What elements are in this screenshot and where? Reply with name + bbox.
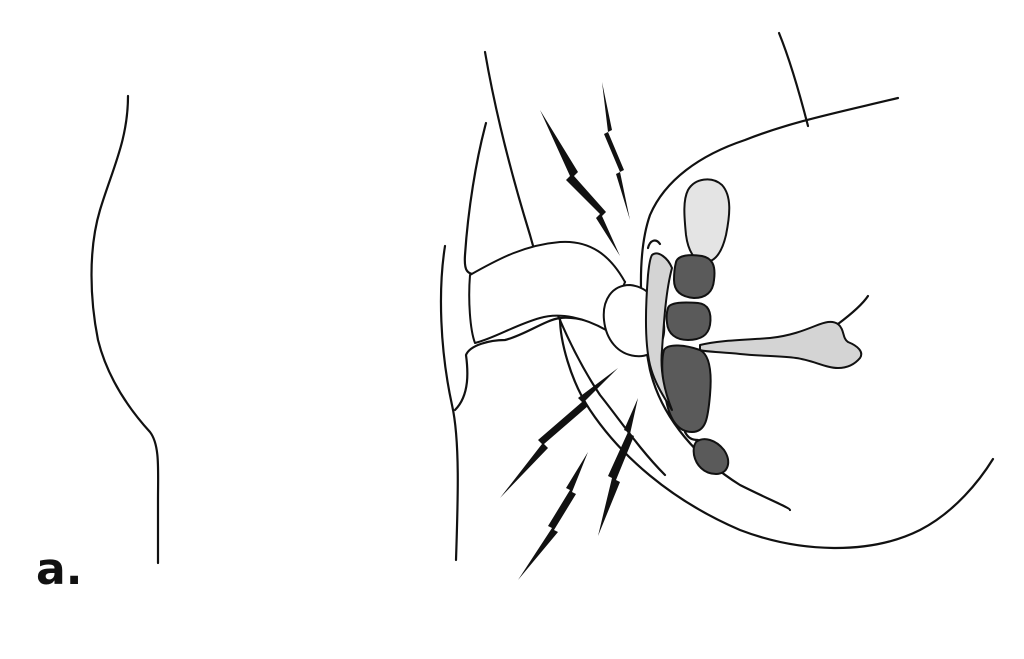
penis-shaft bbox=[468, 240, 626, 344]
pubic-bone bbox=[683, 178, 731, 263]
lightning-bolt-icon bbox=[518, 452, 588, 580]
segment-4 bbox=[692, 438, 730, 475]
connective-tissue bbox=[645, 252, 673, 411]
tissue-tip bbox=[646, 239, 662, 250]
panel-label: a. bbox=[36, 544, 83, 595]
lightning-bolt-icon bbox=[540, 110, 620, 256]
torso-line bbox=[777, 31, 810, 128]
lightning-bolt-icon bbox=[598, 398, 638, 536]
body-silhouette-left bbox=[90, 94, 160, 565]
lightning-bolt-icon bbox=[602, 82, 630, 220]
segment-3 bbox=[661, 344, 712, 433]
segment-connector bbox=[683, 430, 700, 442]
segment-2 bbox=[665, 301, 712, 341]
segment-1 bbox=[673, 254, 716, 299]
gland-extension bbox=[699, 320, 863, 369]
lightning-bolt-icon bbox=[500, 368, 618, 498]
pelvic-outline bbox=[639, 96, 900, 512]
gland-tip bbox=[836, 294, 870, 326]
leg-outline-rear bbox=[439, 244, 459, 562]
